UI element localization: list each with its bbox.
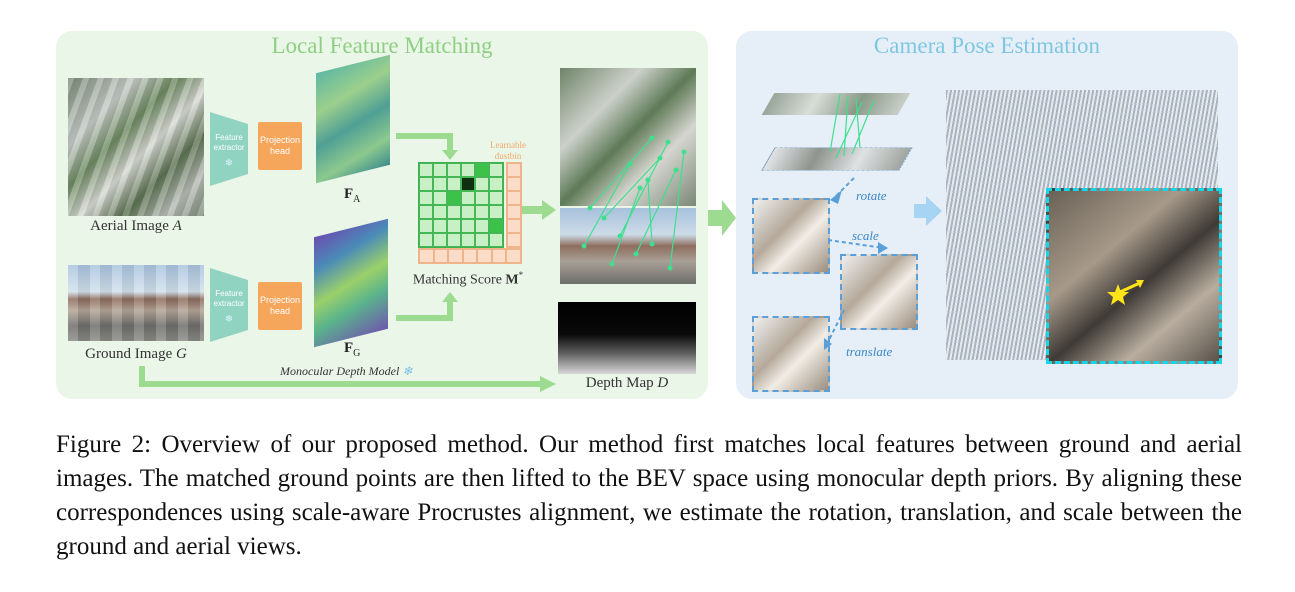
rotate-label: rotate xyxy=(856,188,887,203)
bev-correspondence-lines xyxy=(829,93,875,159)
scaled-point-cloud xyxy=(840,254,918,330)
svg-text:extractor: extractor xyxy=(213,143,244,152)
translate-label: translate xyxy=(846,344,893,359)
feature-map-aerial xyxy=(316,54,390,184)
aerial-image-label: Aerial Image A xyxy=(90,218,182,234)
monocular-depth-model-label: Monocular Depth Model ❄ xyxy=(280,364,413,378)
svg-text:extractor: extractor xyxy=(213,299,244,308)
svg-text:Feature: Feature xyxy=(215,133,243,142)
estimated-pose-marker xyxy=(1107,280,1144,305)
depth-map-label: Depth Map D xyxy=(585,375,669,391)
star-icon xyxy=(1107,284,1129,305)
matching-score-matrix xyxy=(418,162,504,248)
projection-head-bottom: Projection head xyxy=(258,282,302,330)
projection-head-top: Projection head xyxy=(258,122,302,170)
depth-map-image xyxy=(558,302,696,374)
arrow-to-matches xyxy=(522,200,556,220)
ground-image-label: Ground Image G xyxy=(85,346,187,362)
fa-label: FA xyxy=(344,186,361,205)
arrow-to-result xyxy=(914,196,942,226)
scale-label: scale xyxy=(852,228,879,243)
dustbin-column xyxy=(506,162,522,248)
snowflake-icon: ❄ xyxy=(225,158,233,169)
flow-arrows xyxy=(396,133,458,321)
svg-text:Feature: Feature xyxy=(215,289,243,298)
matching-score-label: Matching Score M* xyxy=(412,270,524,288)
translated-point-cloud xyxy=(752,316,830,392)
arrow-between-panels xyxy=(708,200,736,236)
ground-image xyxy=(68,265,204,341)
aligned-ground-inset xyxy=(1046,188,1222,364)
snowflake-icon: ❄ xyxy=(225,314,233,325)
feature-extractor-top: Feature extractor ❄ xyxy=(210,112,248,186)
depth-model-arrow xyxy=(139,366,556,392)
dustbin-row xyxy=(418,248,522,264)
camera-pose-estimation-title: Camera Pose Estimation xyxy=(873,33,1101,58)
feature-map-ground xyxy=(314,218,388,348)
aerial-image xyxy=(68,78,204,216)
feature-extractor-bottom: Feature extractor ❄ xyxy=(210,268,248,342)
rotated-point-cloud xyxy=(752,198,830,274)
matched-aerial-image xyxy=(560,68,696,206)
learnable-dustbin-label: Learnable dustbin xyxy=(490,140,526,161)
figure-caption: Figure 2: Overview of our proposed metho… xyxy=(56,431,1242,560)
transform-arrows xyxy=(824,177,888,350)
fg-label: FG xyxy=(344,340,361,359)
local-feature-matching-title: Local Feature Matching xyxy=(271,33,493,58)
snowflake-icon: ❄ xyxy=(402,364,413,378)
match-lines xyxy=(581,135,687,271)
